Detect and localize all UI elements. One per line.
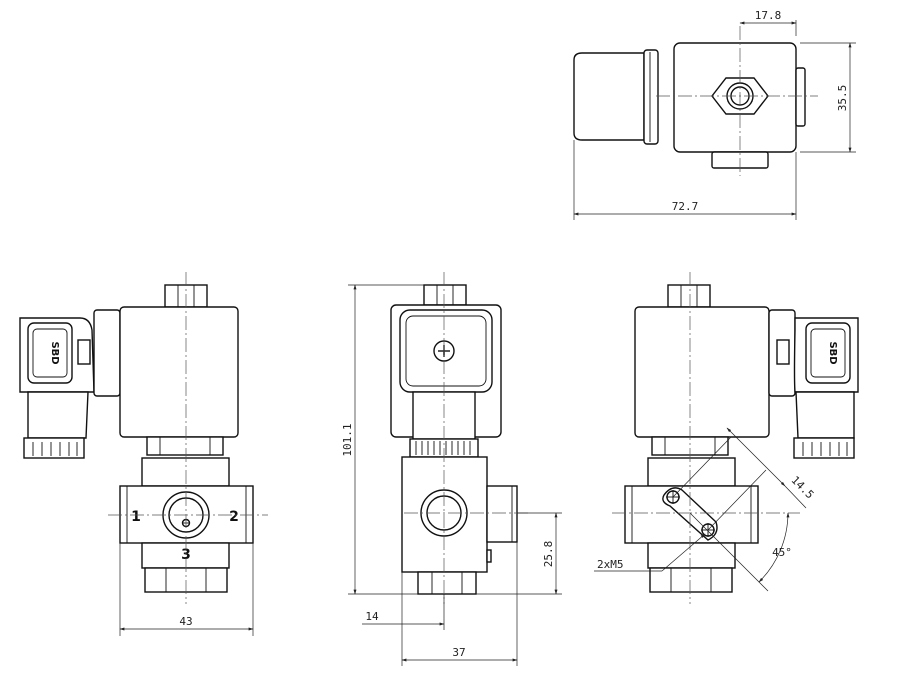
brand-logo-front: SBD	[49, 341, 60, 364]
dim-2xm5: 2xM5	[597, 558, 624, 571]
dim-37: 37	[452, 646, 465, 659]
dim-14: 14	[365, 610, 379, 623]
dim-72-7: 72.7	[672, 200, 699, 213]
dim-43: 43	[179, 615, 192, 628]
top-view: 17.8 35.5 72.7	[573, 9, 856, 220]
brand-logo-back: SBD	[827, 341, 838, 364]
dim-17-8: 17.8	[755, 9, 782, 22]
port-label-2: 2	[229, 509, 239, 525]
front-view: SBD 1 2 3	[19, 272, 268, 636]
back-view: SBD 14.5	[594, 272, 859, 604]
cable-grip-ribs	[32, 442, 78, 456]
port-label-1: 1	[131, 509, 141, 525]
cable-grip-ribs-back	[802, 442, 848, 456]
knurl-lines	[415, 441, 471, 455]
dim-14-5: 14.5	[789, 474, 817, 502]
dim-25-8: 25.8	[542, 541, 555, 568]
dim-35-5: 35.5	[836, 85, 849, 112]
dim-45-deg: 45°	[772, 546, 792, 559]
dim-101-1: 101.1	[341, 423, 354, 456]
side-view: 101.1 25.8 14 37	[341, 272, 562, 666]
